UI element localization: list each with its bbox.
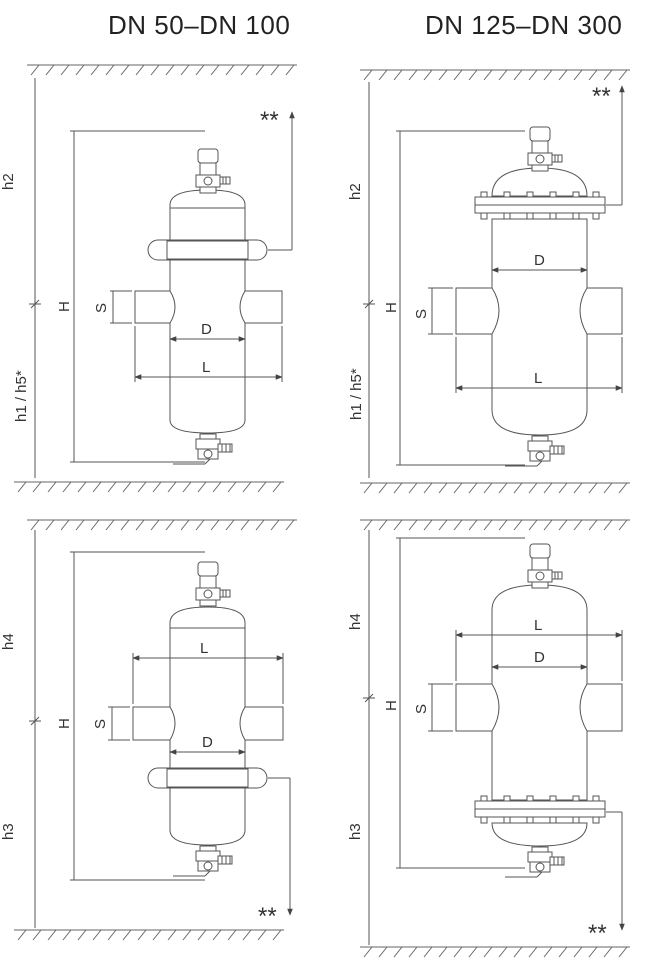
- label-L-c: L: [200, 640, 208, 657]
- label-S-b: S: [413, 309, 430, 319]
- label-stars-a: **: [260, 107, 279, 134]
- label-h1h5-a: h1 / h5*: [13, 370, 30, 422]
- label-stars-d: **: [588, 920, 607, 947]
- label-S-d: S: [413, 704, 430, 714]
- label-stars-b: **: [592, 83, 611, 110]
- label-S-c: S: [92, 719, 109, 729]
- label-H-c: H: [56, 718, 73, 729]
- label-S-a: S: [93, 303, 110, 313]
- label-stars-c: **: [258, 903, 277, 930]
- label-h2-a: h2: [0, 173, 17, 190]
- label-h2-b: h2: [347, 183, 364, 200]
- label-L-a: L: [202, 359, 210, 376]
- diagram-small-b: [13, 519, 298, 941]
- label-h3-b: h3: [347, 823, 364, 840]
- label-H-b: H: [383, 302, 400, 313]
- label-D-c: D: [202, 734, 213, 751]
- label-L-d: L: [534, 617, 542, 634]
- label-L-b: L: [534, 370, 542, 387]
- diagram-large-b: [359, 519, 631, 958]
- label-h1h5-b: h1 / h5*: [348, 368, 365, 420]
- diagram-small-a: [13, 64, 298, 493]
- diagram-large-a: [359, 69, 631, 494]
- label-h3-a: h3: [0, 823, 17, 840]
- label-h4-b: h4: [347, 613, 364, 630]
- label-H-a: H: [56, 301, 73, 312]
- label-H-d: H: [383, 700, 400, 711]
- title-dn125-300: DN 125–DN 300: [425, 10, 623, 40]
- label-h4-a: h4: [0, 633, 17, 650]
- label-D-b: D: [534, 252, 545, 269]
- title-dn50-100: DN 50–DN 100: [108, 10, 291, 40]
- label-D-a: D: [201, 321, 212, 338]
- label-D-d: D: [534, 649, 545, 666]
